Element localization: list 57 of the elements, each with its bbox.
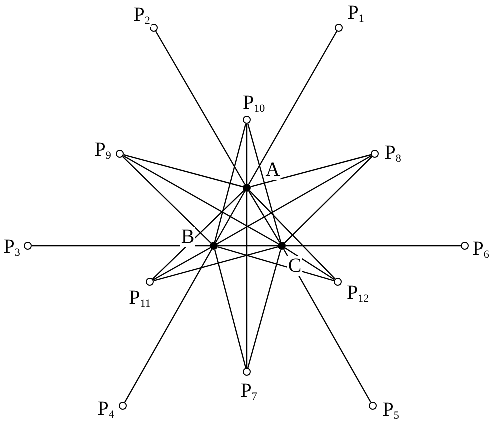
point-label: P$_{8}$	[384, 143, 402, 165]
line-segment	[218, 246, 334, 282]
line-segment	[286, 245, 461, 247]
point-label: P$_{3}$	[2, 237, 22, 259]
line-segment	[155, 31, 246, 185]
line-segment	[250, 154, 372, 188]
line-segment	[154, 246, 278, 282]
point-marker	[461, 242, 469, 250]
intersection-point	[210, 242, 218, 250]
line-segment	[123, 155, 279, 245]
line-segment	[283, 249, 372, 403]
point-marker	[371, 150, 379, 158]
point-marker	[146, 278, 154, 286]
line-segment	[32, 245, 210, 247]
point-label: C	[287, 256, 303, 276]
point-label: P$_{5}$	[382, 400, 400, 422]
point-marker	[369, 402, 377, 410]
line-segment	[246, 124, 248, 184]
point-label: P$_{10}$	[242, 93, 266, 115]
point-label: P$_{7}$	[240, 381, 258, 403]
line-segment	[248, 31, 338, 185]
line-segment	[284, 156, 373, 244]
line-segment	[285, 248, 335, 280]
point-marker	[119, 402, 127, 410]
point-label: A	[264, 160, 282, 180]
line-segment	[153, 247, 211, 281]
point-marker	[334, 278, 342, 286]
intersection-point	[278, 242, 286, 250]
point-label: P$_{9}$	[94, 140, 112, 162]
line-segment	[249, 190, 336, 280]
line-segment	[124, 249, 213, 403]
line-segment	[124, 154, 244, 188]
line-segment	[214, 250, 247, 368]
line-segment	[218, 245, 278, 247]
point-label: P$_{1}$	[346, 3, 366, 25]
point-marker	[243, 116, 251, 124]
point-label: P$_{6}$	[472, 239, 490, 261]
point-marker	[24, 242, 32, 250]
point-marker	[150, 24, 158, 32]
point-label: P$_{12}$	[346, 283, 370, 305]
point-label: B	[180, 227, 196, 247]
line-segment	[246, 192, 248, 368]
line-segment	[215, 191, 246, 243]
line-segment	[122, 156, 212, 244]
intersection-point	[243, 184, 251, 192]
point-marker	[116, 150, 124, 158]
line-segment	[248, 191, 280, 243]
point-label: P$_{11}$	[128, 288, 152, 310]
line-segment	[248, 124, 282, 242]
point-label: P$_{2}$	[132, 5, 152, 27]
line-segment	[152, 190, 245, 280]
point-marker	[335, 24, 343, 32]
point-marker	[243, 368, 251, 376]
line-segment	[217, 155, 372, 245]
line-segment	[214, 124, 247, 242]
point-label: P$_{4}$	[96, 399, 116, 421]
line-segment	[248, 250, 282, 368]
